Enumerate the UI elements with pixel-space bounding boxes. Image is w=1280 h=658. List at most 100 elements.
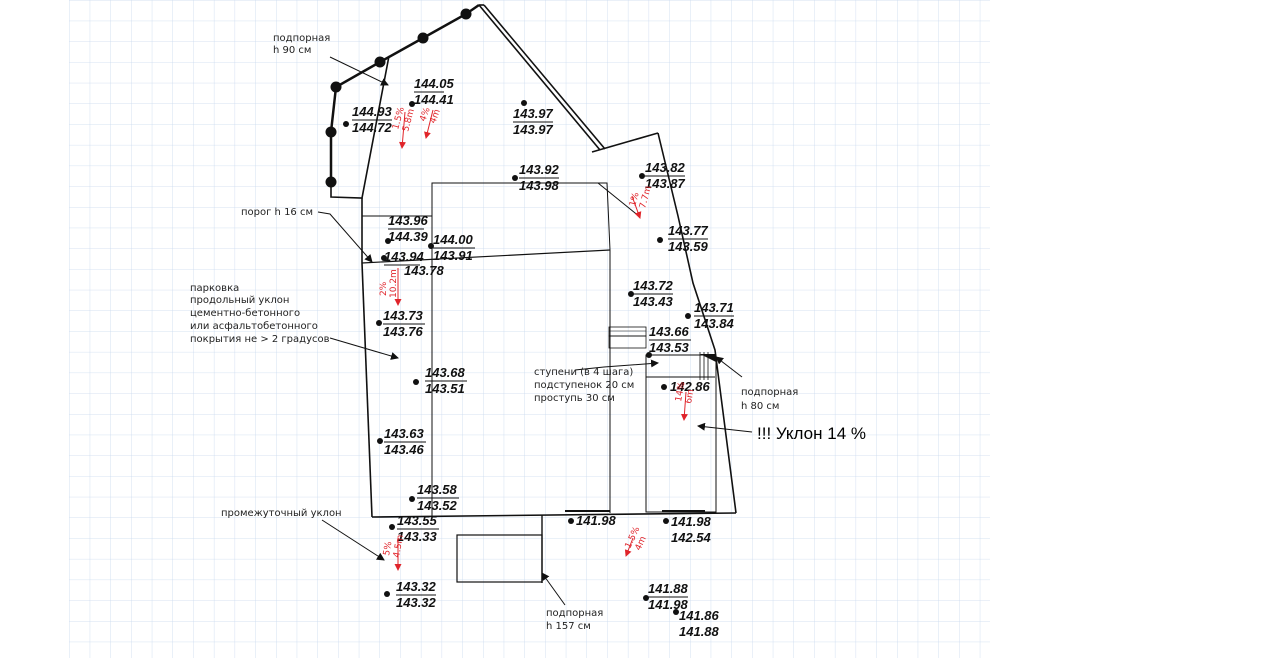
- slope-annotation: 2%10.2m: [379, 268, 402, 306]
- elevation-design: 143.55: [397, 513, 438, 528]
- elevation-design: 141.98: [576, 513, 617, 528]
- slope-arrow-icon: [631, 195, 642, 219]
- elevation-point-icon: [628, 291, 634, 297]
- elevation-mark: 141.98: [568, 513, 617, 528]
- wall-post: [325, 176, 337, 188]
- elevation-design: 143.94: [384, 249, 425, 264]
- note-intermediate-slope: промежуточный уклон: [221, 508, 342, 519]
- elevation-design: 143.71: [694, 300, 734, 315]
- elevation-design: 143.68: [425, 365, 466, 380]
- note-parking-line5: покрытия не > 2 градусов: [190, 334, 330, 345]
- slope-annotation: 4%4m: [418, 106, 443, 139]
- note-retaining-wall-90-line2: h 90 см: [273, 45, 311, 56]
- elevation-existing: 143.46: [384, 442, 425, 457]
- slope-warning: !!! Уклон 14 %: [757, 424, 866, 443]
- elevation-design: 143.32: [396, 579, 437, 594]
- wall-post: [325, 126, 337, 138]
- elevation-design: 143.97: [513, 106, 554, 121]
- slope-arrow-icon: [424, 109, 434, 139]
- elevation-point-icon: [568, 518, 574, 524]
- slope-percent: 2%: [379, 281, 389, 296]
- elevation-existing: 143.78: [404, 263, 445, 278]
- elevation-design: 144.05: [414, 76, 455, 91]
- wall-post: [417, 32, 429, 44]
- elevation-point-icon: [409, 101, 415, 107]
- elevation-point-icon: [657, 237, 663, 243]
- elevation-design: 143.73: [383, 308, 424, 323]
- note-parking-line1: парковка: [190, 283, 239, 294]
- elevation-point-icon: [343, 121, 349, 127]
- elevation-existing: 143.32: [396, 595, 437, 610]
- note-parking-line4: или асфальтобетонного: [190, 321, 318, 332]
- elevation-existing: 144.39: [388, 229, 429, 244]
- retaining-wall-posts: [325, 8, 472, 188]
- elevation-design: 144.93: [352, 104, 393, 119]
- elevation-existing: 141.98: [648, 597, 689, 612]
- slope-percent: 1%: [628, 191, 641, 208]
- elevation-existing: 143.52: [417, 498, 458, 513]
- elevation-point-icon: [389, 524, 395, 530]
- elevation-point-icon: [409, 496, 415, 502]
- elevation-existing: 143.59: [668, 239, 709, 254]
- note-steps-line3: проступь 30 см: [534, 393, 615, 404]
- slope-arrow-icon: [399, 111, 406, 149]
- elevation-point-icon: [521, 100, 527, 106]
- elevation-point-icon: [673, 609, 679, 615]
- elevation-point-icon: [377, 438, 383, 444]
- slope-length: 4m: [428, 108, 442, 125]
- elevation-existing: 143.51: [425, 381, 465, 396]
- elevation-existing: 141.88: [679, 624, 720, 639]
- graph-paper-grid: [69, 0, 990, 658]
- elevation-design: 142.86: [670, 379, 711, 394]
- elevation-existing: 144.72: [352, 120, 393, 135]
- elevation-existing: 143.97: [513, 122, 554, 137]
- leader-lines: [317, 56, 753, 606]
- slope-length: 10.2m: [389, 269, 399, 298]
- note-retaining-wall-80-line2: h 80 см: [741, 401, 779, 412]
- elevation-point-icon: [385, 238, 391, 244]
- elevation-design: 141.86: [679, 608, 720, 623]
- slope-length: 4.5m: [392, 534, 406, 558]
- elevation-existing: 144.41: [414, 92, 454, 107]
- elevation-design: 144.00: [433, 232, 474, 247]
- elevation-existing: 143.53: [649, 340, 690, 355]
- elevation-point-icon: [639, 173, 645, 179]
- elevation-point-icon: [413, 379, 419, 385]
- elevation-existing: 143.87: [645, 176, 686, 191]
- note-steps-line2: подступенок 20 см: [534, 380, 634, 391]
- note-parking-line3: цементно-бетонного: [190, 308, 300, 319]
- slope-percent: 4%: [418, 106, 432, 123]
- note-retaining-wall-80-line1: подпорная: [741, 387, 798, 398]
- elevation-existing: 143.43: [633, 294, 674, 309]
- note-parking-line2: продольный уклон: [190, 295, 289, 306]
- elevation-point-icon: [428, 243, 434, 249]
- elevation-design: 143.77: [668, 223, 709, 238]
- note-retaining-wall-157-line1: подпорная: [546, 608, 603, 619]
- elevation-point-icon: [381, 255, 387, 261]
- slope-arrow-icon: [624, 537, 634, 557]
- elevation-point-icon: [512, 175, 518, 181]
- note-steps-line1: ступени (в 4 шага): [534, 367, 633, 378]
- elevation-design: 143.82: [645, 160, 686, 175]
- elevation-mark: 142.86: [661, 379, 711, 394]
- wall-post: [460, 8, 472, 20]
- elevation-design: 143.63: [384, 426, 425, 441]
- elevation-design: 143.72: [633, 278, 674, 293]
- elevation-point-icon: [384, 591, 390, 597]
- elevation-existing: 143.91: [433, 248, 473, 263]
